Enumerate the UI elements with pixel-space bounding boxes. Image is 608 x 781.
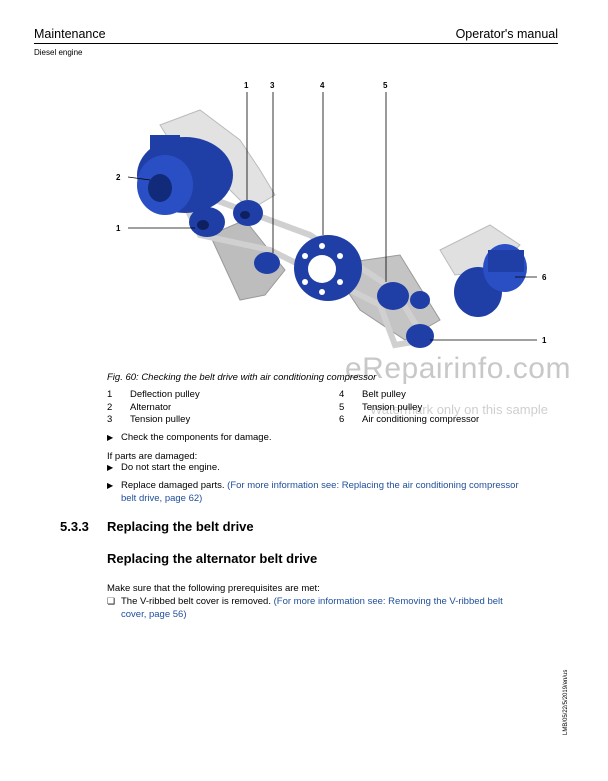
condition-damaged: If parts are damaged: xyxy=(107,451,198,462)
figure-caption: Fig. 60: Checking the belt drive with ai… xyxy=(107,372,377,383)
step-no-start: ▶Do not start the engine. xyxy=(107,462,220,473)
prereq-item: ❏The V-ribbed belt cover is removed. (Fo… xyxy=(107,596,503,620)
prereq-intro: Make sure that the following prerequisit… xyxy=(107,583,320,594)
step-check: ▶Check the components for damage. xyxy=(107,432,272,443)
callout-1-left: 1 xyxy=(116,224,121,233)
header-section-title: Maintenance xyxy=(34,27,106,41)
subsection-heading: Replacing the alternator belt drive xyxy=(107,551,318,566)
step-arrow-icon: ▶ xyxy=(107,463,114,472)
watermark: eRepairinfo.com xyxy=(345,352,571,385)
callout-1-bottom-right: 1 xyxy=(542,336,547,345)
replace-reference-link-cont[interactable]: belt drive, page 62) xyxy=(121,492,203,504)
header-subsection: Diesel engine xyxy=(34,48,83,57)
callout-4: 4 xyxy=(320,81,325,90)
belt-drive-figure: 1 3 4 5 2 1 6 1 xyxy=(116,81,547,349)
prereq-reference-link[interactable]: (For more information see: Removing the … xyxy=(273,596,503,607)
callout-2: 2 xyxy=(116,173,121,182)
callout-1-top: 1 xyxy=(244,81,249,90)
document-id: LMB/05/22/5/2019/en/us xyxy=(563,669,569,735)
header-rule xyxy=(34,43,558,44)
step-arrow-icon: ▶ xyxy=(107,481,114,490)
watermark-note: Watermark only on this sample xyxy=(370,402,548,417)
callout-3: 3 xyxy=(270,81,275,90)
callout-5: 5 xyxy=(383,81,388,90)
checkbox-icon: ❏ xyxy=(107,596,116,606)
replace-reference-link[interactable]: (For more information see: Replacing the… xyxy=(227,480,519,491)
step-arrow-icon: ▶ xyxy=(107,433,114,442)
callout-6: 6 xyxy=(542,273,547,282)
header-document-title: Operator's manual xyxy=(455,27,558,41)
prereq-reference-link-cont[interactable]: cover, page 56) xyxy=(121,608,187,620)
step-replace: ▶Replace damaged parts. (For more inform… xyxy=(107,480,519,504)
